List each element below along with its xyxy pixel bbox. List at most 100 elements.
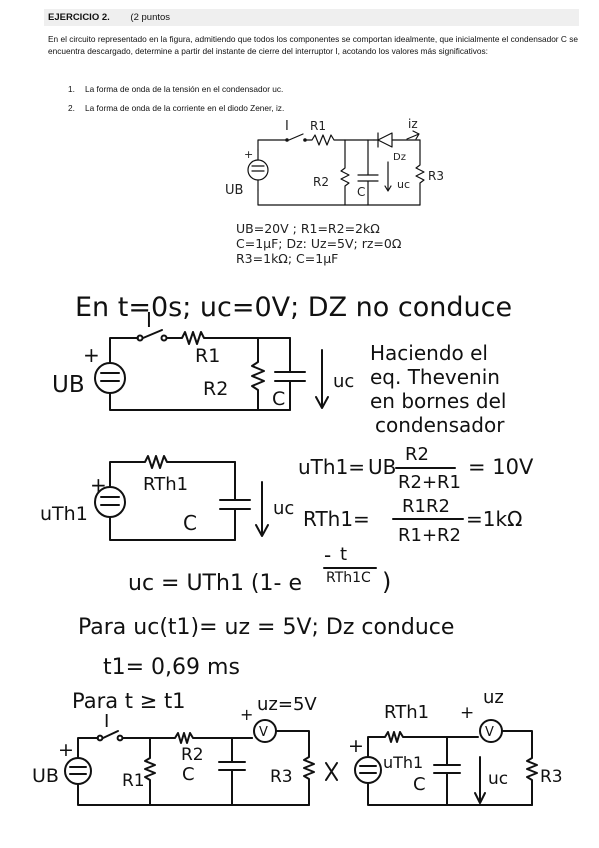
switch-contact-icon <box>96 734 104 742</box>
svg-text:=1kΩ: =1kΩ <box>466 507 522 531</box>
svg-text:+: + <box>83 343 100 367</box>
task-list: 1.La forma de onda de la tensión en el c… <box>68 80 548 118</box>
capacitor-icon <box>219 461 251 541</box>
param-line: UB=20V ; R1=R2=2kΩ <box>236 221 380 236</box>
circuit-final-thevenin: + RTh1 uTh1 C + uz V uc R3 <box>348 687 563 806</box>
svg-text:-: - <box>324 543 331 567</box>
time-t1: t1= 0,69 ms <box>103 655 240 680</box>
initial-condition: En t=0s; uc=0V; DZ no conduce <box>75 292 512 323</box>
formula-uc: uc = UTh1 (1- e - t RTh1C ) <box>128 543 391 596</box>
switch-contact-icon <box>160 334 168 342</box>
voltage-arrow-icon <box>255 481 269 537</box>
svg-text:I: I <box>285 119 289 134</box>
resistor-rth1-icon <box>367 731 479 751</box>
switch-contact-icon <box>136 334 144 342</box>
svg-text:C: C <box>272 388 285 410</box>
svg-text:+: + <box>240 705 253 724</box>
switch-contact-icon <box>303 138 307 142</box>
svg-text:R1: R1 <box>122 771 145 791</box>
svg-text:): ) <box>382 568 391 596</box>
zener-diode-icon <box>373 132 421 148</box>
svg-text:R3: R3 <box>540 767 563 787</box>
svg-text:+: + <box>348 735 364 757</box>
circuit-final: + I R2 C R1 R3 V + uz=5V UB <box>32 694 338 806</box>
switch-contact-icon <box>285 138 289 142</box>
resistor-r2-icon <box>251 337 265 411</box>
capacitor-icon <box>433 736 461 806</box>
capacitor-icon <box>218 737 246 806</box>
voltage-source-icon <box>247 159 269 181</box>
task-item: 1.La forma de onda de la tensión en el c… <box>68 84 284 94</box>
svg-text:UB: UB <box>32 765 59 787</box>
resistor-r3-icon <box>275 730 315 806</box>
exercise-number: EJERCICIO 2. <box>48 12 110 23</box>
svg-text:uTh1: uTh1 <box>40 503 88 525</box>
svg-text:C: C <box>183 511 197 535</box>
svg-text:R2: R2 <box>313 175 329 189</box>
svg-text:iz: iz <box>408 117 418 131</box>
exercise-points: (2 puntos <box>130 12 171 23</box>
svg-text:C: C <box>413 774 426 795</box>
thevenin-note: Haciendo el eq. Thevenin en bornes del c… <box>370 341 506 437</box>
svg-text:C: C <box>182 764 195 785</box>
svg-text:uc: uc <box>397 178 410 191</box>
svg-text:V: V <box>485 725 494 740</box>
task-item: 2.La forma de onda de la corriente en el… <box>68 103 285 113</box>
param-line: R3=1kΩ; C=1μF <box>236 251 338 266</box>
svg-text:UB: UB <box>52 372 85 398</box>
svg-text:RTh1: RTh1 <box>384 702 429 723</box>
switch-contact-icon <box>116 734 124 742</box>
capacitor-icon <box>274 337 306 411</box>
resistor-rth1-icon <box>109 455 236 483</box>
problem-statement: En el circuito representado en la figura… <box>48 34 578 57</box>
resistor-r3-icon <box>501 730 538 806</box>
svg-text:UB: UB <box>225 183 243 198</box>
svg-text:eq. Thevenin: eq. Thevenin <box>370 365 500 389</box>
svg-text:R2: R2 <box>203 378 228 400</box>
voltage-source-icon <box>354 756 382 784</box>
svg-text:R3: R3 <box>428 169 444 183</box>
svg-text:+: + <box>460 703 474 723</box>
svg-text:R1: R1 <box>310 119 326 133</box>
svg-text:= 10V: = 10V <box>468 455 534 479</box>
svg-text:R2: R2 <box>181 745 204 765</box>
svg-text:Dz: Dz <box>393 152 406 163</box>
svg-text:UB: UB <box>368 455 396 479</box>
exercise-header: EJERCICIO 2. (2 puntos <box>44 9 579 26</box>
resistor-r1-icon <box>306 134 375 146</box>
svg-text:C: C <box>357 185 365 199</box>
svg-text:R3: R3 <box>270 767 293 787</box>
param-line: C=1μF; Dz: Uz=5V; rz=0Ω <box>236 236 402 251</box>
svg-text:condensador: condensador <box>375 413 505 437</box>
resistor-r1-icon <box>166 331 291 345</box>
svg-text:uc: uc <box>273 498 294 519</box>
svg-text:V: V <box>259 725 268 740</box>
svg-text:+: + <box>58 739 74 761</box>
resistor-r2-icon <box>122 732 253 744</box>
svg-text:uTh1=: uTh1= <box>298 455 365 479</box>
svg-text:RTh1C: RTh1C <box>326 570 371 586</box>
voltage-source-icon <box>64 757 92 785</box>
zener-condition: Para uc(t1)= uz = 5V; Dz conduce <box>78 615 454 640</box>
svg-text:uz: uz <box>483 687 504 708</box>
svg-text:en bornes del: en bornes del <box>370 389 506 413</box>
resistor-r1-icon <box>144 737 156 806</box>
svg-text:R2: R2 <box>405 444 429 465</box>
svg-text:RTh1=: RTh1= <box>303 507 370 531</box>
cross-mark-icon <box>325 762 338 781</box>
svg-text:RTh1: RTh1 <box>143 474 188 495</box>
svg-text:uz=5V: uz=5V <box>257 694 317 715</box>
formula-uth1: uTh1= UB R2 R2+R1 = 10V <box>298 444 534 493</box>
circuit-initial: + I R1 R2 C uc UB <box>52 308 354 411</box>
voltage-arrow-icon <box>315 349 329 409</box>
voltage-arrow-icon <box>474 756 486 804</box>
svg-text:+: + <box>90 473 107 497</box>
svg-text:I: I <box>146 308 152 332</box>
svg-text:R1+R2: R1+R2 <box>398 525 461 546</box>
svg-text:t: t <box>340 544 347 565</box>
svg-text:uc: uc <box>488 769 508 789</box>
current-arrow-icon <box>406 130 420 140</box>
svg-text:uTh1: uTh1 <box>383 753 423 772</box>
svg-text:R2+R1: R2+R1 <box>398 472 461 493</box>
